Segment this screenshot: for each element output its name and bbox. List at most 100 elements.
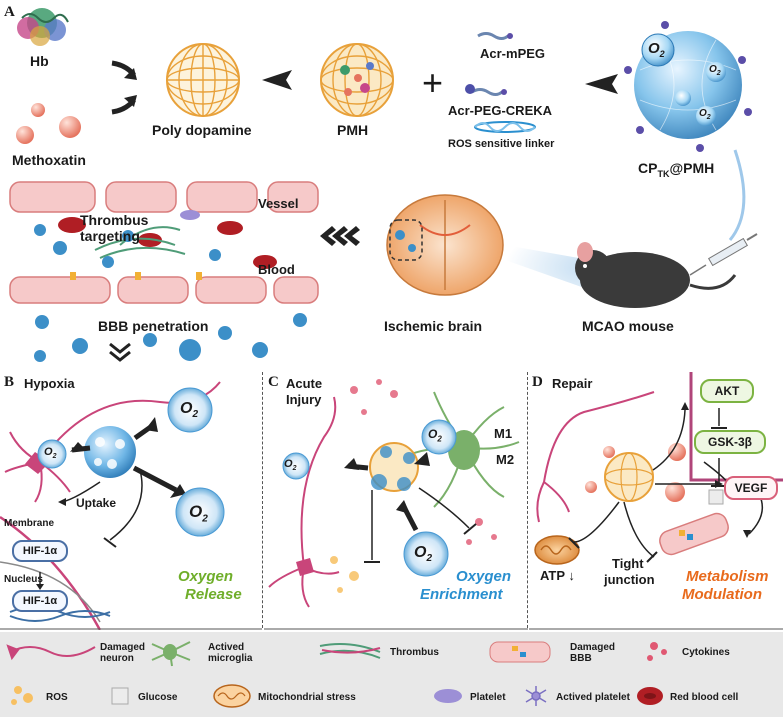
- o2-label: O2: [189, 502, 208, 525]
- chevron-down-icon: [109, 342, 131, 362]
- damaged-bbb-icon: [489, 641, 551, 663]
- red-blood-cell-icon: [637, 687, 663, 705]
- o2-label: O2: [699, 108, 711, 121]
- acr-peg-creka-icon: [465, 84, 507, 96]
- m2-label: M2: [496, 452, 515, 467]
- bbb-penetration-label: BBB penetration: [98, 318, 209, 334]
- vessel-wall-bottom: [9, 276, 319, 304]
- penetrated-particles: [34, 313, 307, 362]
- repair-title: Repair: [552, 376, 593, 391]
- tight-junction-label-line2: junction: [604, 572, 655, 587]
- legend-icons: [6, 641, 667, 708]
- akt-box: AKT: [700, 379, 754, 403]
- membrane-label: Membrane: [4, 518, 55, 529]
- gsk3b-box: GSK-3β: [694, 430, 766, 454]
- damaged-neuron-icon: [536, 391, 655, 523]
- thrombus-targeting-label-line1: Thrombus: [80, 212, 149, 228]
- legend-platelet-label: Platelet: [470, 692, 506, 703]
- legend-glucose-label: Glucose: [138, 692, 178, 703]
- methoxatin-icon: [585, 443, 686, 502]
- mitochondrial-stress-icon: [213, 684, 251, 708]
- legend-damaged-neuron-label: Damaged neuron: [100, 642, 146, 664]
- ros: [330, 556, 359, 593]
- panel-d-letter: D: [532, 374, 543, 390]
- methoxatin-icon: [16, 103, 81, 144]
- m1-label: M1: [494, 426, 513, 441]
- ros-linker-label: ROS sensitive linker: [448, 138, 555, 150]
- vessel-wall-top: [9, 181, 319, 213]
- panel-c-letter: C: [268, 374, 279, 390]
- acr-mpeg-icon: [477, 32, 513, 40]
- pmh-sphere: [320, 43, 394, 117]
- oxygen-enrichment-caption-2: Enrichment: [420, 586, 503, 603]
- cytokines: [350, 379, 497, 545]
- glucose-icon: [708, 489, 724, 505]
- acute-injury-title-line1: Acute: [286, 376, 323, 391]
- o2-label: O2: [44, 446, 57, 461]
- vessel-label: Vessel: [258, 196, 299, 211]
- acr-mpeg-label: Acr-mPEG: [480, 46, 546, 61]
- thrombus-targeting-label-line2: targeting: [80, 228, 140, 244]
- hb-label: Hb: [30, 53, 49, 69]
- acute-injury-title-line2: Injury: [286, 392, 322, 407]
- blood-label: Blood: [258, 262, 295, 277]
- panel-c-graphics: [264, 379, 528, 630]
- platelet-icon: [434, 689, 462, 703]
- ros-icon: [11, 686, 33, 705]
- chevron-left-icon: [320, 226, 360, 246]
- mcao-mouse-label: MCAO mouse: [582, 318, 674, 334]
- glucose-icon: [111, 687, 129, 705]
- panel-b-letter: B: [4, 374, 15, 390]
- atp-label: ATP ↓: [540, 568, 575, 583]
- uptake-label: Uptake: [76, 496, 117, 510]
- legend-damaged-bbb-label: Damaged BBB: [570, 642, 616, 664]
- thrombus-icon: [319, 643, 381, 659]
- damaged-neuron-icon: [268, 396, 340, 608]
- metabolism-modulation-caption-2: Modulation: [682, 586, 762, 603]
- pmh-label: PMH: [337, 122, 369, 138]
- o2-label: O2: [284, 458, 297, 473]
- cp-tk-pmh-nanoparticle: [624, 21, 752, 152]
- legend-thrombus-label: Thrombus: [390, 647, 439, 658]
- activated-platelet-icon: [525, 686, 547, 706]
- legend-mitochondrial-stress-label: Mitochondrial stress: [258, 692, 356, 703]
- legend-red-blood-cell-label: Red blood cell: [670, 692, 739, 703]
- ischemic-brain-label: Ischemic brain: [384, 318, 483, 334]
- hif1a-box-nucleus: HIF-1α: [12, 590, 68, 612]
- divider-c-d: [527, 372, 528, 628]
- hemoglobin-icon: [17, 8, 69, 46]
- oxygen-release-caption-2: Release: [185, 586, 242, 603]
- mcao-mouse-icon: [575, 242, 737, 308]
- hypoxia-title: Hypoxia: [24, 376, 75, 391]
- panel-b-graphics: [0, 381, 262, 630]
- o2-label: O2: [428, 427, 442, 444]
- oxygen-release-caption-1: Oxygen: [178, 568, 234, 585]
- nucleus-label: Nucleus: [4, 574, 43, 585]
- o2-label: O2: [709, 64, 721, 77]
- damaged-neuron-icon: [6, 644, 96, 661]
- ros-linker-icon: [474, 121, 536, 133]
- methoxatin-label: Methoxatin: [12, 152, 86, 168]
- oxygen-enrichment-caption-1: Oxygen: [456, 568, 512, 585]
- activated-microglia-icon: [151, 641, 191, 667]
- plus-sign: +: [422, 62, 444, 103]
- tight-junction-label-line1: Tight: [612, 556, 644, 571]
- legend-panel: Damaged neuron Actived microglia Thrombu…: [0, 632, 783, 717]
- panel-a-letter: A: [4, 4, 15, 20]
- cytokines-icon: [647, 642, 667, 661]
- poly-dopamine-label: Poly dopamine: [152, 122, 252, 138]
- metabolism-modulation-caption-1: Metabolism: [686, 568, 769, 585]
- acr-peg-creka-label: Acr-PEG-CREKA: [448, 103, 553, 118]
- hif1a-box-cytoplasm: HIF-1α: [12, 540, 68, 562]
- panel-a-graphics: [9, 8, 758, 362]
- legend-activated-platelet-label: Actived platelet: [556, 692, 630, 703]
- legend-activated-microglia-label: Actived microglia: [208, 642, 253, 664]
- poly-dopamine-sphere: [166, 43, 240, 117]
- mitochondrial-stress-icon: [534, 535, 580, 565]
- o2-label: O2: [414, 544, 433, 565]
- vegf-box: VEGF: [724, 476, 778, 500]
- legend-ros-label: ROS: [46, 692, 68, 703]
- divider-b-c: [262, 372, 263, 628]
- syringe-icon: [689, 233, 758, 276]
